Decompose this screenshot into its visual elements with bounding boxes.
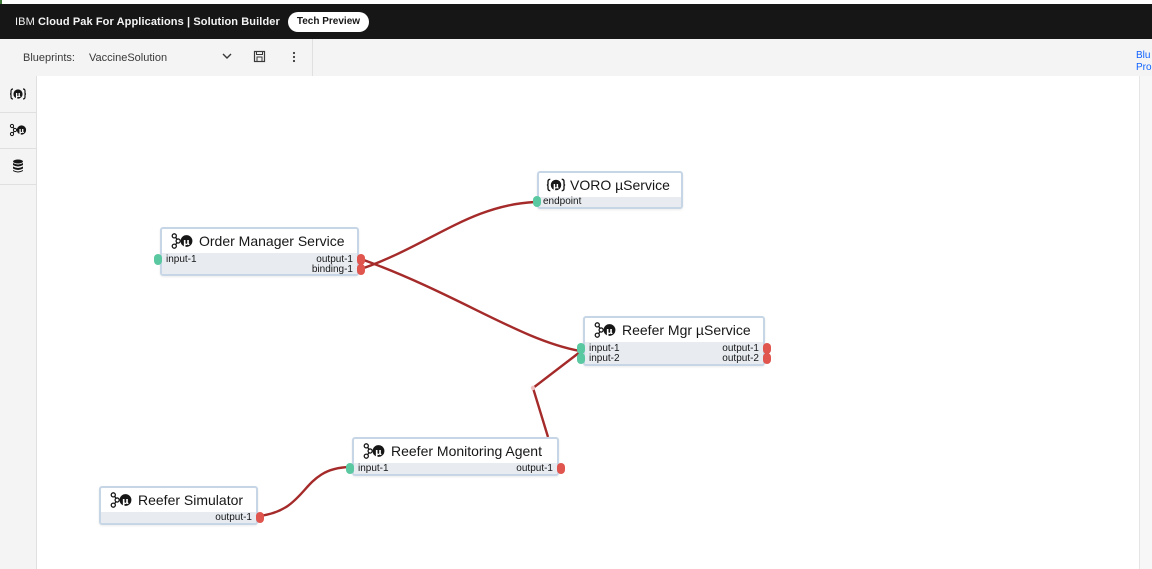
brand-prefix: IBM [15,15,35,28]
node-ports: input-1 input-2 output-1 output-2 [577,342,771,364]
palette-item-database[interactable] [0,148,36,185]
port-input-2[interactable] [577,353,585,364]
component-microservice-icon: µ [363,443,385,459]
tech-preview-badge[interactable]: Tech Preview [287,11,370,32]
node-ports: input-1 output-1 binding-1 [154,253,365,275]
node-ports: endpoint [533,196,681,207]
component-microservice-icon: µ [110,492,132,508]
blueprint-select-value[interactable]: VaccineSolution [89,52,168,64]
port-binding-1[interactable] [357,264,365,275]
port-label-binding-1: binding-1 [311,264,353,275]
node-title: Reefer Simulator [138,492,244,508]
palette-item-microservice[interactable]: µ [0,76,36,113]
port-output-1[interactable] [357,254,365,265]
svg-text:µ: µ [122,497,129,507]
palette-item-component[interactable]: µ [0,112,36,149]
node-reefer-mgr-uservice[interactable]: µ Reefer Mgr µService input-1 input-2 ou… [577,316,771,366]
top-bar: IBM Cloud Pak For Applications | Solutio… [0,4,1152,39]
node-title: Order Manager Service [199,233,345,249]
component-microservice-icon: µ [171,233,193,249]
port-label-input-2: input-2 [589,353,620,364]
node-title: Reefer Monitoring Agent [391,443,542,459]
node-header: µ Order Manager Service [162,229,357,253]
port-label-output-1: output-1 [316,254,353,265]
right-panel-link[interactable]: Blu Pro [1136,50,1152,74]
chevron-down-icon[interactable] [220,49,234,63]
port-output-1[interactable] [256,512,264,523]
brand-title: Cloud Pak For Applications | Solution Bu… [38,15,280,28]
svg-text:µ: µ [15,91,20,99]
svg-text:µ: µ [19,127,24,135]
port-label-output-1: output-1 [516,463,553,474]
node-title: Reefer Mgr µService [622,322,751,338]
toolbar: Blueprints: VaccineSolution Blu Pro [0,39,1152,77]
node-header: µ Reefer Mgr µService [585,318,763,342]
right-link-line2: Pro [1136,62,1152,73]
overflow-menu-icon[interactable] [289,50,299,64]
port-output-1[interactable] [763,343,771,354]
port-output-2[interactable] [763,353,771,364]
app-title: IBM Cloud Pak For Applications | Solutio… [15,16,280,28]
node-ports: input-1 output-1 [346,463,565,474]
port-label-input-1: input-1 [589,343,620,354]
node-voro-uservice[interactable]: µ VORO µService endpoint [533,171,683,209]
component-palette: µ µ [0,76,37,569]
node-title: VORO µService [570,177,670,193]
port-input-1[interactable] [346,463,354,474]
node-header: µ Reefer Simulator [101,488,256,512]
port-endpoint[interactable] [533,196,541,207]
svg-text:µ: µ [606,327,613,337]
save-icon[interactable] [253,50,266,63]
port-label-output-1: output-1 [722,343,759,354]
node-reefer-monitoring-agent[interactable]: µ Reefer Monitoring Agent input-1 output… [346,437,565,476]
port-label-endpoint: endpoint [543,196,582,207]
port-label-output-1: output-1 [215,512,252,523]
right-link-line1: Blu [1136,50,1151,61]
database-icon [13,159,23,173]
component-microservice-icon: µ [594,322,616,338]
svg-text:µ: µ [553,181,559,190]
port-label-input-1: input-1 [358,463,389,474]
node-reefer-simulator[interactable]: µ Reefer Simulator output-1 [99,486,264,525]
node-header: µ Reefer Monitoring Agent [354,439,557,463]
port-label-input-1: input-1 [166,254,197,265]
microservice-icon: µ [9,88,27,100]
port-input-1[interactable] [154,254,162,265]
microservice-icon: µ [546,178,566,192]
node-order-manager-service[interactable]: µ Order Manager Service input-1 output-1… [154,227,365,276]
toolbar-divider [312,39,313,76]
svg-text:µ: µ [183,238,190,248]
port-label-output-2: output-2 [722,353,759,364]
node-header: µ VORO µService [539,173,681,197]
node-ports: output-1 [101,512,264,523]
port-output-1[interactable] [557,463,565,474]
blueprints-label: Blueprints: [23,52,75,64]
component-microservice-icon: µ [9,123,27,137]
vertical-scrollbar[interactable] [1139,76,1152,569]
svg-text:µ: µ [375,448,382,458]
port-input-1[interactable] [577,343,585,354]
